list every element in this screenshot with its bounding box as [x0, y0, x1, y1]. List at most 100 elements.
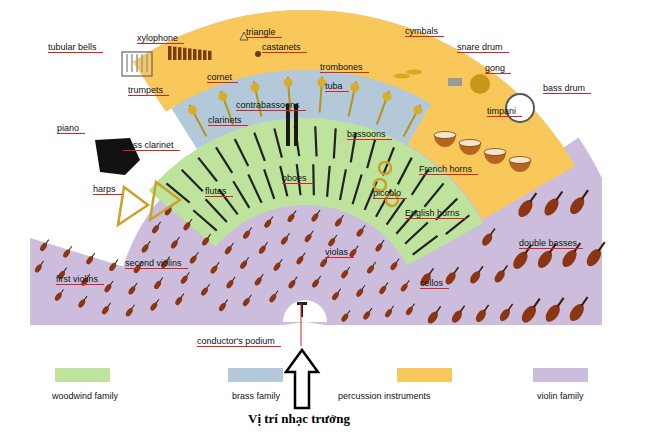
instrument-label: conductor's podium	[197, 336, 281, 347]
string-icon	[498, 302, 516, 323]
string-icon	[179, 271, 191, 285]
woodwind-icon	[254, 133, 265, 161]
woodwind-icon	[264, 169, 274, 198]
instrument-label: oboes	[282, 173, 313, 184]
string-icon	[389, 257, 401, 271]
string-icon	[263, 215, 275, 229]
instrument-label: trumpets	[128, 85, 169, 96]
string-icon	[443, 265, 461, 286]
tubular-bells-icon	[136, 54, 138, 72]
instrument-label: second violins	[125, 258, 188, 269]
tubular-bells-icon	[146, 54, 148, 72]
string-icon	[34, 260, 46, 274]
harp-icon	[118, 187, 148, 225]
tubular-bells-icon	[141, 54, 143, 72]
string-icon	[515, 190, 540, 220]
string-icon	[340, 265, 352, 279]
string-icon	[218, 298, 230, 312]
instrument-label: tubular bells	[48, 42, 103, 53]
instrument-label: timpani	[487, 106, 522, 117]
string-icon	[426, 304, 444, 325]
instrument-label: castanets	[262, 42, 307, 53]
instrument-label: bass drum	[543, 83, 591, 94]
timpani-icon	[509, 157, 531, 164]
brass-icon	[379, 162, 391, 174]
woodwind-icon	[182, 170, 203, 192]
instrument-label: piano	[57, 123, 85, 134]
string-icon	[310, 209, 322, 223]
instrument-label: double basses	[519, 238, 583, 249]
instrument-label: first violins	[56, 274, 104, 285]
string-icon	[149, 298, 161, 312]
woodwind-icon	[248, 174, 261, 202]
string-icon	[303, 229, 315, 243]
woodwind-icon	[216, 147, 232, 172]
xylophone-icon	[188, 48, 192, 60]
string-icon	[253, 273, 265, 287]
instrument-label: xylophone	[137, 33, 184, 44]
string-icon	[108, 258, 120, 272]
instrument-label: harps	[93, 184, 122, 195]
string-icon	[355, 224, 367, 238]
timpani-icon	[434, 132, 456, 139]
gong-icon	[470, 74, 490, 94]
string-icon	[362, 307, 374, 321]
xylophone-icon	[193, 49, 197, 60]
podium-area	[283, 300, 327, 322]
woodwind-icon	[398, 158, 412, 185]
string-icon	[151, 220, 163, 234]
instrument-label: flutes	[205, 186, 233, 197]
instrument-label: tuba	[325, 81, 349, 92]
xylophone-icon	[208, 51, 212, 60]
woodwind-icon	[198, 158, 217, 182]
string-icon	[140, 240, 152, 254]
woodwind-icon	[235, 139, 248, 166]
xylophone-icon	[178, 47, 182, 60]
string-icon	[311, 275, 323, 289]
brass-icon	[413, 106, 422, 115]
string-icon	[331, 287, 343, 301]
instrument-label: trombones	[320, 62, 369, 73]
string-icon	[366, 261, 378, 275]
string-icon	[103, 279, 115, 293]
string-icon	[39, 238, 51, 252]
cymbal-icon	[406, 70, 422, 75]
instrument-label: clarinets	[208, 115, 248, 126]
string-icon	[450, 303, 468, 324]
string-icon	[543, 295, 568, 325]
string-icon	[272, 258, 284, 272]
string-icon	[239, 256, 251, 270]
string-icon	[268, 289, 280, 303]
legend-swatch	[55, 368, 110, 382]
instrument-label: triangle	[246, 27, 282, 38]
instrument-label: violas	[325, 247, 354, 258]
woodwind-icon	[367, 139, 375, 168]
tubular-bells-icon	[126, 54, 128, 72]
legend-text: brass family	[232, 391, 280, 401]
castanets-icon	[255, 51, 261, 57]
legend-text: violin family	[537, 391, 584, 401]
string-icon	[258, 241, 270, 255]
string-icon	[242, 293, 254, 307]
string-icon	[101, 301, 113, 315]
caption-text: Vị trí nhạc trưởng	[248, 411, 350, 426]
string-icon	[127, 282, 139, 296]
instrument-label: cymbals	[405, 26, 444, 37]
instrument-label: gong	[485, 63, 511, 74]
brass-icon	[350, 83, 359, 92]
string-icon	[541, 188, 566, 218]
woodwind-band	[149, 118, 484, 265]
section-bands	[30, 0, 602, 325]
string-icon	[468, 264, 486, 285]
podium-icon	[297, 302, 307, 305]
xylophone-icon	[203, 50, 207, 60]
string-icon	[153, 276, 165, 290]
woodwind-icon	[340, 169, 346, 200]
string-icon	[567, 294, 592, 324]
xylophone-icon	[173, 47, 177, 60]
string-icon	[355, 284, 367, 298]
string-icon	[125, 303, 137, 317]
woodwind-icon	[233, 181, 249, 208]
string-icon	[405, 302, 417, 316]
string-icon	[295, 251, 307, 265]
